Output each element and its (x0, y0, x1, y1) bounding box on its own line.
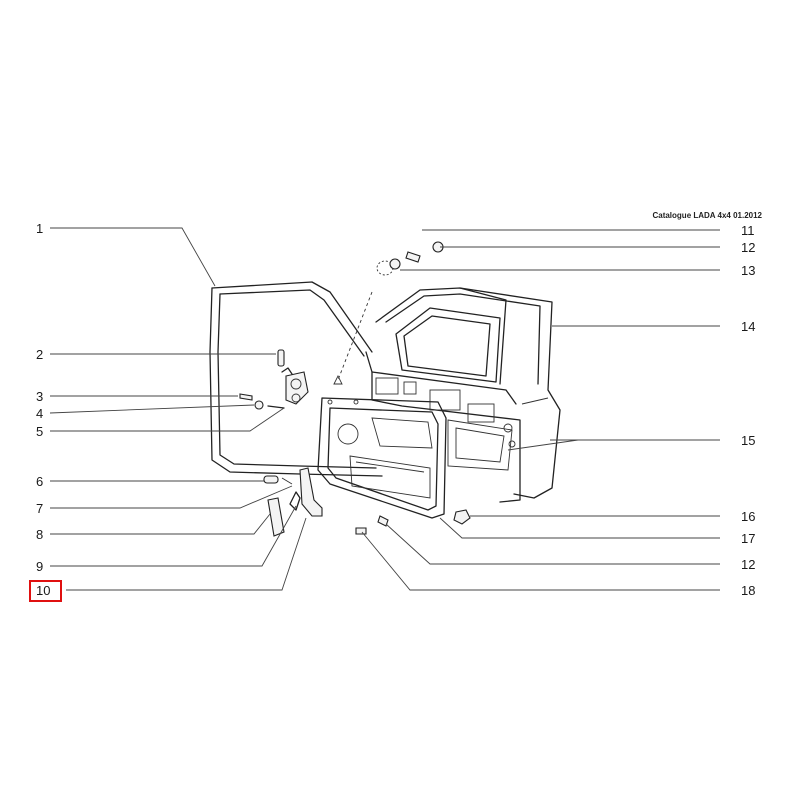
hinge-assembly-part (239, 349, 309, 410)
plug-part (263, 475, 279, 484)
catalog-header: Catalogue LADA 4x4 01.2012 (652, 211, 762, 220)
assembly-arrows (333, 291, 373, 385)
callout-16: 16 (741, 509, 755, 524)
callout-3: 3 (36, 389, 43, 404)
leader-lines (49, 227, 720, 591)
door-seal-part (209, 281, 383, 477)
lower-fasteners-part (355, 509, 471, 535)
callout-12-bottom: 12 (741, 557, 755, 572)
callout-17: 17 (741, 531, 755, 546)
callout-12-top: 12 (741, 240, 755, 255)
callout-4: 4 (36, 406, 43, 421)
callout-8: 8 (36, 527, 43, 542)
callout-2: 2 (36, 347, 43, 362)
callout-15: 15 (741, 433, 755, 448)
callout-9: 9 (36, 559, 43, 574)
highlight-box-10 (29, 580, 62, 602)
callout-1: 1 (36, 221, 43, 236)
callout-18: 18 (741, 583, 755, 598)
callout-10: 10 (36, 583, 50, 598)
callout-11: 11 (741, 223, 755, 238)
callout-7: 7 (36, 501, 43, 516)
door-trim-panel-part (317, 397, 447, 519)
door-shell-part (365, 287, 561, 503)
door-check-part (267, 467, 323, 537)
callout-6: 6 (36, 474, 43, 489)
callout-5: 5 (36, 424, 43, 439)
callout-14: 14 (741, 319, 755, 334)
callout-13: 13 (741, 263, 755, 278)
